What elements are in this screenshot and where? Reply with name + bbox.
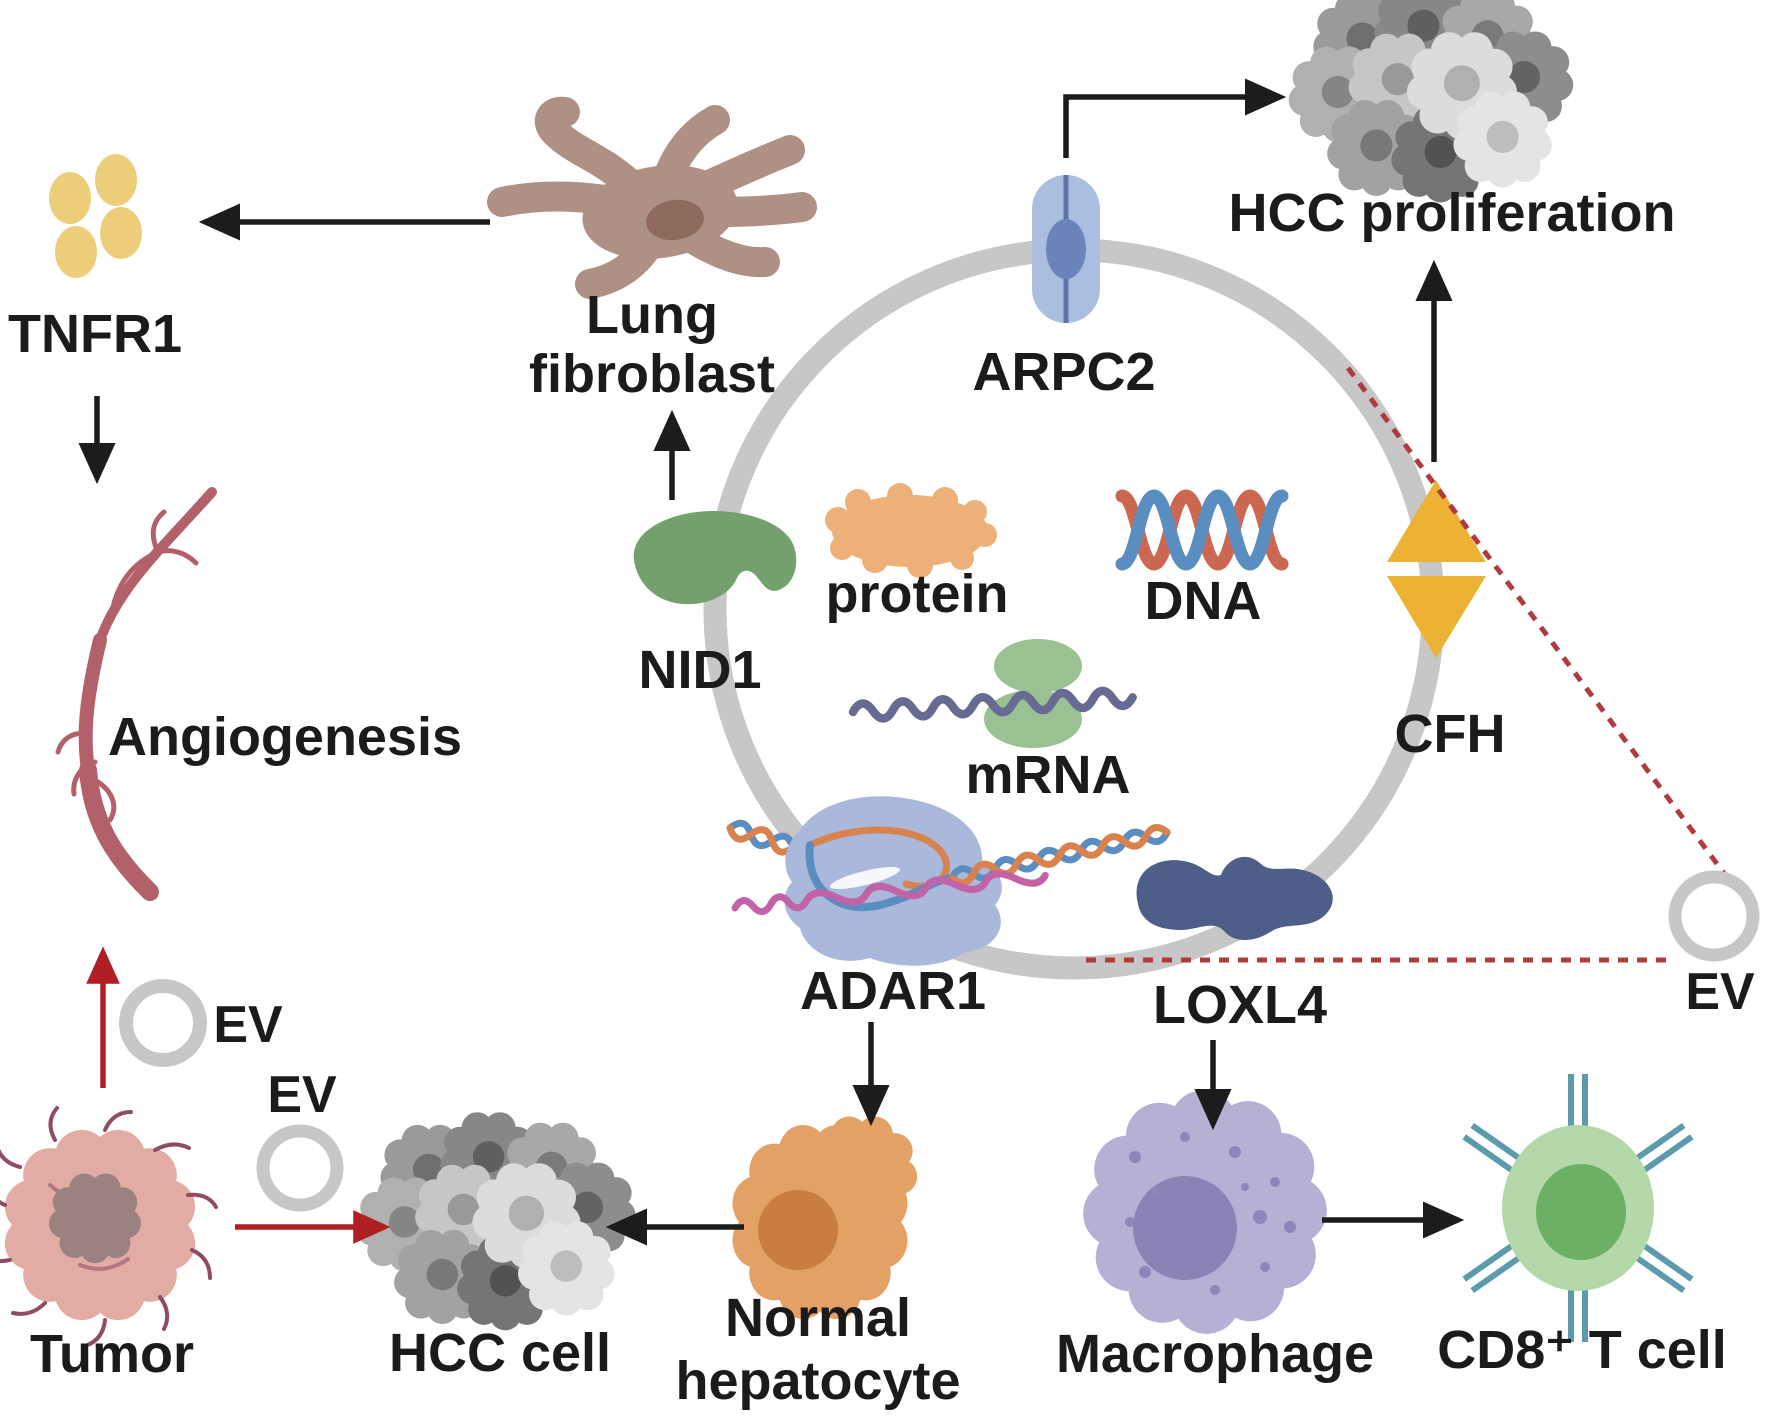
macrophage-nucleus [1133,1176,1237,1280]
cd8-t-cell [1464,1074,1692,1342]
arpc2-channel [1032,175,1100,323]
arpc2-label: ARPC2 [972,342,1155,402]
protein-cargo [825,483,997,578]
loxl4-label: LOXL4 [1153,975,1327,1035]
normal-hepatocyte-label-line2: hepatocyte [675,1351,960,1411]
lung-fibroblast-cell [487,96,817,299]
mrna-label: mRNA [965,745,1130,805]
dna-label: DNA [1145,571,1262,631]
cd8-t-cell-label: CD8⁺ T cell [1437,1320,1727,1380]
hcc-proliferation-cluster [1289,0,1574,202]
hepatocyte-nucleus [758,1190,838,1270]
macrophage-label: Macrophage [1056,1324,1374,1384]
loxl4-protein [1136,856,1333,941]
mrna-cargo [848,639,1137,748]
fibroblast-nucleus [646,199,704,241]
adar1-protein [726,796,1171,966]
ev-ring-top [119,979,207,1067]
ev-top-label: EV [213,996,283,1054]
macrophage-cell [1060,1067,1350,1357]
tnfr1-receptors [49,154,142,278]
tnfr1-label: TNFR1 [8,304,182,364]
hcc-proliferation-label: HCC proliferation [1228,183,1675,243]
cfh-label: CFH [1395,704,1506,764]
normal-hepatocyte-cell [732,1116,918,1320]
cfh-protein [1387,480,1486,658]
ev-ring-right [1668,870,1760,962]
ev-mid-label: EV [267,1066,337,1124]
normal-hepatocyte-label-line1: Normal [725,1288,911,1348]
arrow-arpc2-to-hcc-proliferation [1063,78,1287,158]
dashed-line-upper [1345,366,1735,886]
tumor-cell [0,1106,218,1348]
angiogenesis-label: Angiogenesis [108,707,462,767]
adar1-label: ADAR1 [800,961,986,1021]
ev-right-label: EV [1685,963,1755,1021]
hcc-cell-cluster [356,1112,635,1330]
ev-ring-mid [256,1124,344,1212]
nid1-protein [633,510,797,605]
tumor-label: Tumor [30,1324,194,1384]
angiogenesis-vessel [55,487,217,901]
lung-fibroblast-label-line2: fibroblast [529,344,775,404]
dna-cargo [1115,489,1289,571]
protein-label: protein [826,564,1009,624]
cd8-nucleus [1536,1164,1626,1260]
nid1-label: NID1 [638,640,761,700]
lung-fibroblast-label-line1: Lung [586,285,718,345]
hcc-cell-label: HCC cell [389,1323,611,1383]
